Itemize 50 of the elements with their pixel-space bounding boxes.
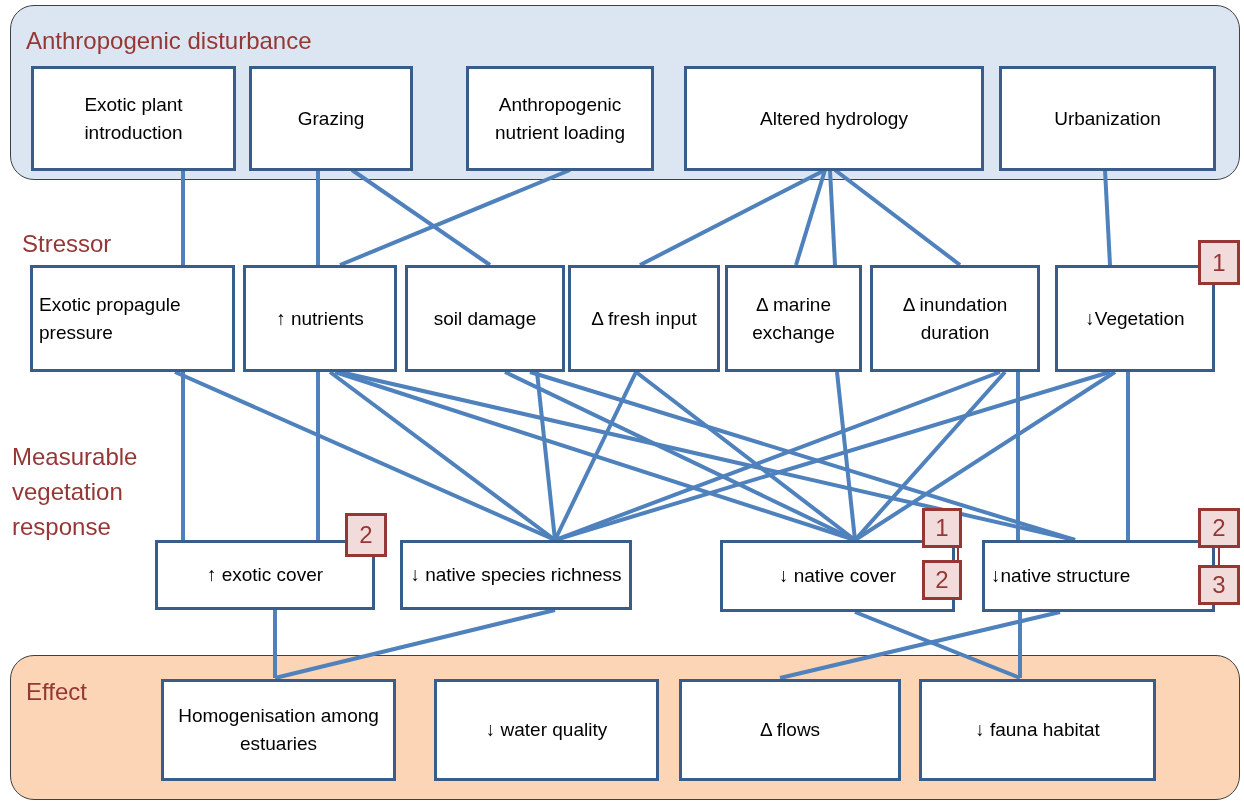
connector-line: [1103, 169, 1112, 266]
number-badge: 1: [922, 508, 962, 548]
process-box: Grazing: [249, 66, 413, 171]
connector-line: [350, 168, 492, 267]
band-heading: Effect: [26, 677, 87, 707]
group-band: [10, 5, 1240, 180]
process-box: Urbanization: [999, 66, 1216, 171]
process-box: Δ marine exchange: [725, 265, 862, 372]
connector-line: [828, 169, 837, 266]
number-badge: 2: [1198, 508, 1240, 548]
connector-line: [273, 610, 277, 678]
connector-line: [957, 547, 959, 561]
number-badge: 3: [1198, 565, 1240, 605]
tier-label: Stressor: [22, 229, 112, 259]
process-box: soil damage: [405, 265, 565, 372]
number-badge: 2: [345, 513, 387, 557]
connector-line: [833, 168, 962, 267]
group-band: [10, 655, 1240, 800]
tier-label: Measurable vegetation response: [12, 442, 139, 542]
process-box: ↓ native species richness: [400, 540, 632, 610]
connector-line: [1218, 547, 1220, 566]
connector-line: [1016, 372, 1020, 540]
number-badge: 1: [1198, 240, 1240, 285]
process-box: Anthropogenic nutrient loading: [466, 66, 654, 171]
process-box: ↓Vegetation: [1055, 265, 1215, 372]
connector-line: [181, 170, 185, 265]
process-box: ↓ water quality: [434, 679, 659, 781]
process-box: Homogenisation among estuaries: [161, 679, 396, 781]
connector-line: [181, 372, 185, 540]
process-box: Δ fresh input: [568, 265, 720, 372]
connector-line: [854, 610, 1021, 680]
process-box: Exotic propagule pressure: [30, 265, 235, 372]
process-box: Exotic plant introduction: [31, 66, 236, 171]
band-heading: Anthropogenic disturbance: [26, 26, 312, 56]
connector-line: [316, 372, 320, 540]
connector-line: [339, 168, 571, 267]
process-box: Δ flows: [679, 679, 901, 781]
connector-line: [1126, 372, 1130, 540]
connector-line: [1018, 612, 1022, 678]
connector-line: [316, 170, 320, 265]
process-box: ↓ fauna habitat: [919, 679, 1156, 781]
connector-line: [794, 169, 827, 266]
process-box: Δ inundation duration: [870, 265, 1040, 372]
connector-line: [835, 371, 857, 541]
number-badge: 2: [922, 560, 962, 600]
process-box: Altered hydrology: [684, 66, 984, 171]
connector-line: [553, 371, 638, 541]
connector-line: [274, 608, 556, 680]
process-box: ↑ nutrients: [243, 265, 397, 372]
connector-line: [779, 610, 1061, 680]
